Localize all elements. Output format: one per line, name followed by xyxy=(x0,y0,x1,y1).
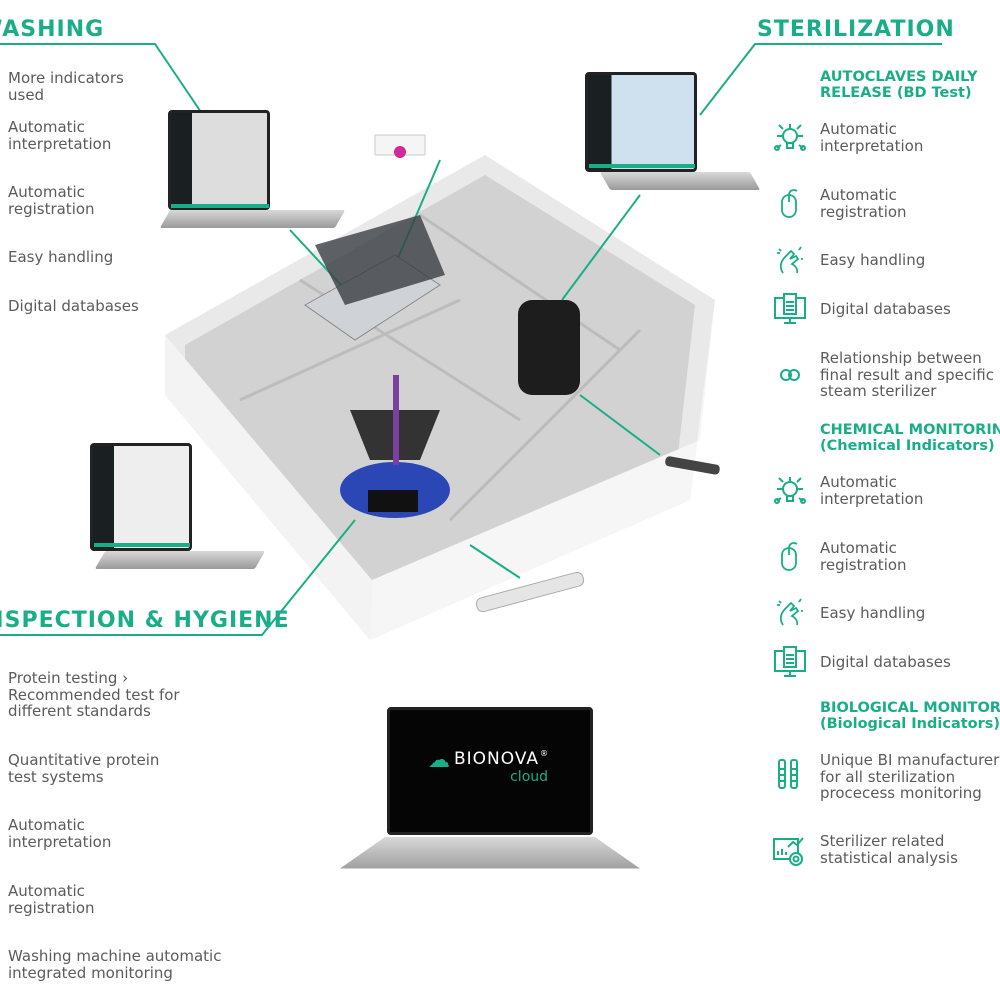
vials-icon xyxy=(778,759,798,789)
biological-item: Unique BI manufacturer for all steriliza… xyxy=(820,751,1000,802)
brand-name: BIONOVA xyxy=(454,749,540,769)
washing-title: WASHING xyxy=(0,17,105,42)
washing-item: More indicators used xyxy=(8,69,124,104)
link-rings-icon xyxy=(780,369,800,381)
lightbulb-network-icon xyxy=(774,123,806,151)
chemical-heading: CHEMICAL MONITORING (Chemical Indicators… xyxy=(820,422,1000,454)
chemical-item: Easy handling xyxy=(820,604,926,622)
washing-item: Digital databases xyxy=(8,297,139,315)
washing-item: Automatic registration xyxy=(8,183,95,218)
washing-connector xyxy=(0,43,206,119)
autoclave-item: Relationship between final result and sp… xyxy=(820,349,994,400)
chemical-item: Digital databases xyxy=(820,653,951,671)
monitor-database-icon xyxy=(774,646,806,677)
bionova-cloud-laptop: ☁ BIONOVA ® cloud xyxy=(340,707,640,872)
biological-indicator-vial xyxy=(665,456,720,475)
inspection-item: Washing machine automatic integrated mon… xyxy=(8,947,222,982)
autoclave-item: Automatic registration xyxy=(820,186,907,221)
chemical-item: Automatic interpretation xyxy=(820,473,924,508)
cloud-logo-icon: ☁ xyxy=(428,748,450,773)
brand-sub: cloud xyxy=(510,769,549,785)
washing-laptop xyxy=(159,110,346,240)
mouse-icon xyxy=(781,189,798,218)
monitor-database-icon xyxy=(774,293,806,324)
mouse-icon xyxy=(781,542,798,571)
inspection-item: Automatic registration xyxy=(8,882,95,917)
protein-test-swabs xyxy=(475,571,585,613)
inspection-item: Automatic interpretation xyxy=(8,816,112,851)
inspection-item: Protein testing › Recommended test for d… xyxy=(8,669,180,720)
autoclave-item: Digital databases xyxy=(820,300,951,318)
autoclaves-heading: AUTOCLAVES DAILY RELEASE (BD Test) xyxy=(820,69,978,101)
inspection-connector xyxy=(0,519,356,636)
washing-item: Automatic interpretation xyxy=(8,118,112,153)
sterilization-connector xyxy=(699,43,942,116)
registered-mark: ® xyxy=(540,749,549,758)
inspection-title: INSPECTION & HYGIENE xyxy=(0,608,290,633)
autoclave-item: Easy handling xyxy=(820,251,926,269)
inspection-laptop xyxy=(90,443,266,578)
bionova-cloud-logo: ☁ BIONOVA ® cloud xyxy=(428,749,548,786)
autoclave-reader xyxy=(518,300,580,395)
statistics-icon xyxy=(773,837,804,866)
washing-item: Easy handling xyxy=(8,248,114,266)
inspection-item: Quantitative protein test systems xyxy=(8,751,160,786)
hand-sparkle-icon xyxy=(776,598,804,626)
sterilization-title: STERILIZATION xyxy=(757,17,955,42)
autoclave-item: Automatic interpretation xyxy=(820,120,924,155)
biological-item: Sterilizer related statistical analysis xyxy=(820,832,958,867)
biological-heading: BIOLOGICAL MONITORING (Biological Indica… xyxy=(820,700,1000,732)
sterilization-laptop xyxy=(585,72,761,197)
hand-sparkle-icon xyxy=(776,246,804,274)
chemical-item: Automatic registration xyxy=(820,539,907,574)
lightbulb-network-icon xyxy=(774,476,806,504)
